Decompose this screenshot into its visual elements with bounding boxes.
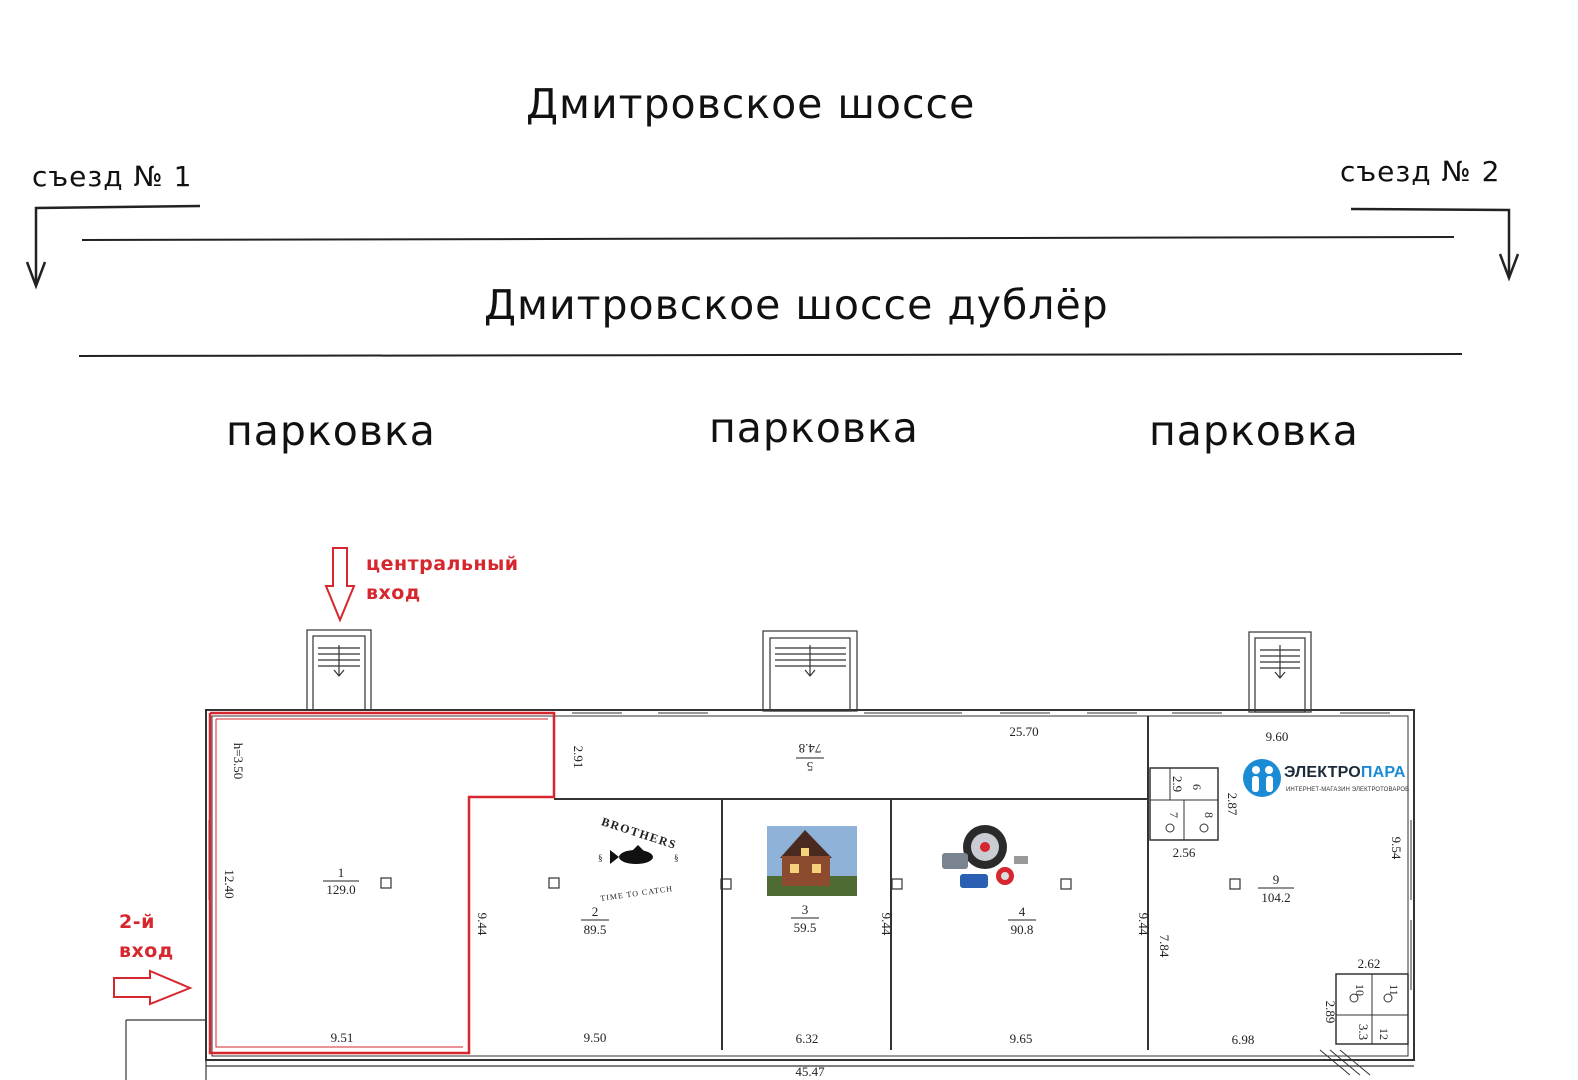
dim-total-width: 45.47 — [795, 1064, 825, 1079]
room-4-number: 4 — [1019, 904, 1026, 919]
room-7-number: 7 — [1167, 812, 1181, 818]
dim-r9-top: 9.60 — [1266, 729, 1289, 744]
dim-r4-width: 9.65 — [1010, 1031, 1033, 1046]
exit-1-arrow-icon — [25, 204, 201, 290]
brothers-logo-bottom: TIME TO CATCH — [600, 884, 674, 903]
stair-left — [306, 629, 372, 711]
dim-r4-height: 9.44 — [1136, 913, 1151, 936]
dim-wc-width-bottom: 2.62 — [1358, 956, 1381, 971]
room-11-number: 11 — [1387, 984, 1401, 996]
dim-mid-height: 7.84 — [1157, 935, 1172, 958]
dim-r3-width: 6.32 — [796, 1031, 819, 1046]
exit-2-label: съезд № 2 — [1340, 155, 1501, 188]
room-8-number: 8 — [1202, 812, 1216, 818]
room-2-area: 89.5 — [584, 922, 607, 937]
dim-wc-height-top-small: 2.9 — [1170, 776, 1185, 792]
road-edge-bottom — [78, 353, 1463, 357]
electropara-logo-name-b: ПАРА — [1360, 764, 1406, 781]
room-10-number: 10 — [1353, 984, 1367, 996]
road-main-label: Дмитровское шоссе — [526, 80, 976, 128]
dim-r5-height: 2.91 — [571, 746, 586, 769]
highlight-inner-line-2 — [215, 719, 463, 1048]
electropara-logo-name-a: ЭЛЕКТРО — [1284, 764, 1361, 781]
exit-1-label: съезд № 1 — [32, 160, 193, 193]
dim-r5-width: 25.70 — [1009, 724, 1038, 739]
brothers-logo: BROTHERS TIME TO CATCH § § — [598, 814, 679, 903]
dim-r1-ceiling: h=3.50 — [231, 743, 246, 780]
room-9-number: 9 — [1273, 872, 1280, 887]
dim-r9-side: 9.54 — [1389, 837, 1404, 860]
parking-label-left: парковка — [226, 407, 436, 455]
dim-wc-small-bottom: 3.3 — [1356, 1024, 1371, 1040]
electropara-logo: ЭЛЕКТРОПАРА ИНТЕРНЕТ-МАГАЗИН ЭЛЕКТРОТОВА… — [1240, 756, 1410, 804]
dim-r2-height: 9.44 — [475, 913, 490, 936]
second-entrance-arrow-icon — [113, 969, 193, 1006]
highlighted-premises-outline — [208, 711, 556, 1055]
house-photo-icon — [767, 826, 857, 896]
stair-center — [762, 630, 858, 712]
room-12-number: 12 — [1377, 1028, 1391, 1040]
auto-parts-icon — [942, 825, 1028, 888]
dim-wc-height-bottom: 2.89 — [1323, 1001, 1338, 1024]
brothers-dollar-right: § — [674, 853, 679, 863]
second-entrance-line1: 2-й — [119, 911, 155, 933]
exit-2-arrow-icon — [1350, 207, 1520, 282]
electropara-people-icon — [1243, 759, 1281, 797]
electropara-logo-subtitle: ИНТЕРНЕТ-МАГАЗИН ЭЛЕКТРОТОВАРОВ — [1286, 787, 1410, 793]
second-entrance-line2: вход — [119, 940, 174, 962]
room-1-area: 129.0 — [326, 882, 355, 897]
dim-r1-width: 9.51 — [331, 1030, 354, 1045]
second-entrance-label: 2-й вход — [119, 908, 174, 966]
electropara-logo-name: ЭЛЕКТРОПАРА — [1284, 764, 1406, 782]
dim-wc-height-top: 2.87 — [1225, 793, 1240, 816]
central-entrance-line1: центральный — [366, 553, 519, 575]
central-entrance-label: центральный вход — [366, 550, 519, 608]
stair-right — [1248, 631, 1312, 713]
room-3-number: 3 — [802, 902, 809, 917]
room-5-area: 74.8 — [799, 741, 822, 756]
dim-r9-bottom: 6.98 — [1232, 1032, 1255, 1047]
room-5-number: 5 — [807, 759, 814, 774]
room-6-number: 6 — [1190, 784, 1204, 790]
dim-r1-height: 12.40 — [222, 869, 237, 898]
road-duplicate-label: Дмитровское шоссе дублёр — [484, 281, 1109, 329]
dim-r2-width: 9.50 — [584, 1030, 607, 1045]
room-2-number: 2 — [592, 904, 599, 919]
dim-r3-height: 9.44 — [879, 913, 894, 936]
road-edge-top — [81, 236, 1455, 241]
central-entrance-arrow-icon — [324, 547, 356, 623]
room-9-area: 104.2 — [1261, 890, 1290, 905]
central-entrance-line2: вход — [366, 582, 421, 604]
fish-icon — [610, 845, 653, 864]
dim-wc-width-top: 2.56 — [1173, 845, 1196, 860]
room-3-area: 59.5 — [794, 920, 817, 935]
parking-label-center: парковка — [709, 404, 919, 452]
brothers-dollar-left: § — [598, 853, 603, 863]
parking-label-right: парковка — [1149, 407, 1359, 455]
room-1-number: 1 — [338, 865, 345, 880]
room-4-area: 90.8 — [1011, 922, 1034, 937]
